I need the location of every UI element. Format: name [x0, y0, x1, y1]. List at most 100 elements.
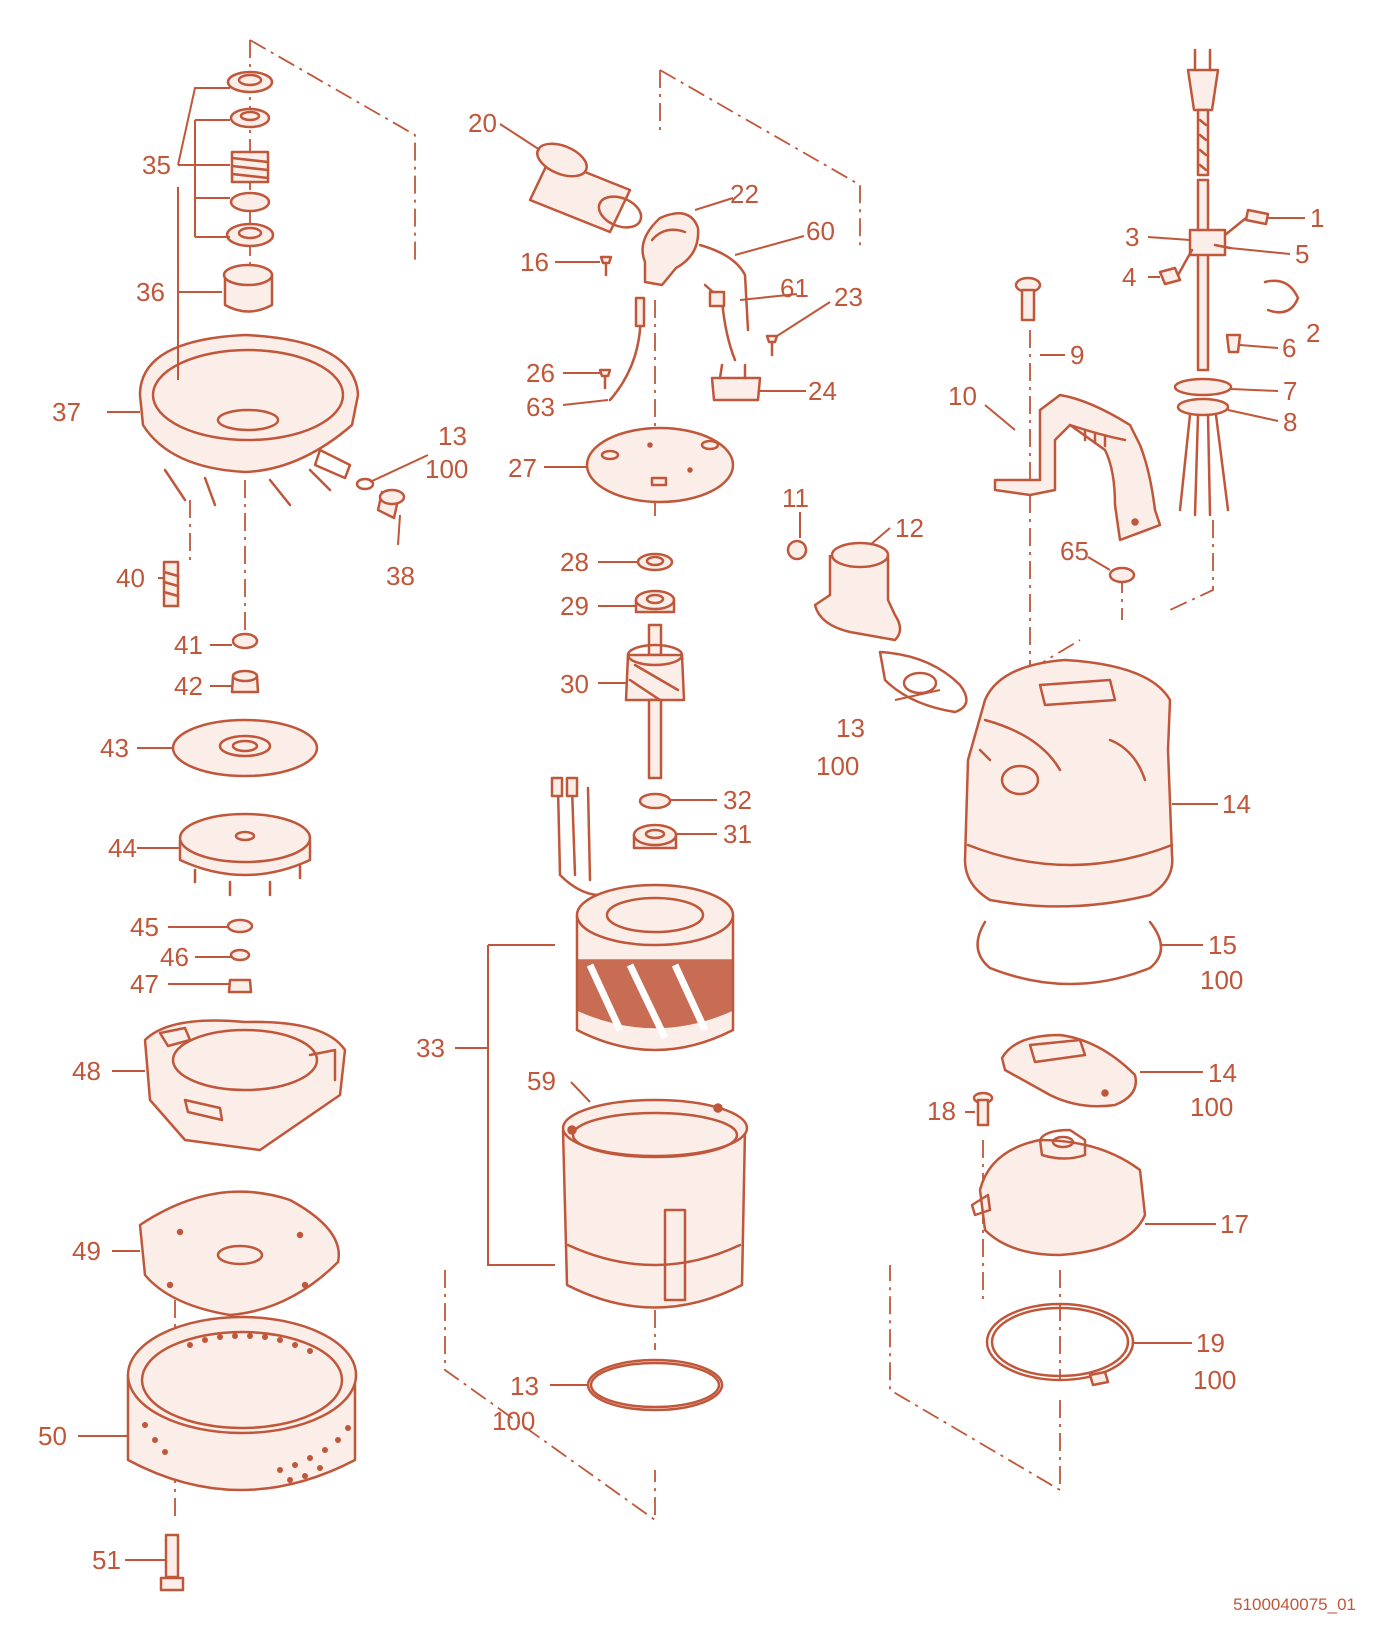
- part-24-relay: [710, 363, 762, 402]
- part-31-bearing: [632, 823, 678, 850]
- part-13-washer-flange: [355, 477, 375, 491]
- part-8-gland: [1176, 397, 1230, 517]
- part-18-screw: [972, 1091, 994, 1127]
- part-19-ring: [985, 1302, 1135, 1387]
- callout-100-ring: 100: [1193, 1365, 1236, 1395]
- part-11-ball: [786, 539, 808, 561]
- callout-23: 23: [834, 282, 863, 312]
- part-59-motor-housing: [561, 1098, 749, 1309]
- part-50-strainer: [126, 1315, 358, 1492]
- drawing-code: 5100040075_01: [1233, 1595, 1356, 1614]
- callout-5: 5: [1295, 239, 1309, 269]
- callout-50: 50: [38, 1421, 67, 1451]
- callout-17: 17: [1220, 1209, 1249, 1239]
- callout-49: 49: [72, 1236, 101, 1266]
- part-33-stator: [550, 776, 735, 1052]
- callout-29: 29: [560, 591, 589, 621]
- part-65-washer: [1108, 566, 1136, 584]
- callout-13-discharge: 13: [836, 713, 865, 743]
- callout-20: 20: [468, 108, 497, 138]
- part-60-wire: [698, 243, 750, 332]
- callout-37: 37: [52, 397, 81, 427]
- callout-36: 36: [136, 277, 165, 307]
- callout-59: 59: [527, 1066, 556, 1096]
- part-2-ring: [1263, 279, 1300, 314]
- callout-24: 24: [808, 376, 837, 406]
- part-27-plate: [585, 426, 735, 504]
- callout-27: 27: [508, 453, 537, 483]
- part-30-rotor: [624, 623, 686, 780]
- callout-48: 48: [72, 1056, 101, 1086]
- part-1-screw: [1223, 208, 1270, 237]
- callout-8: 8: [1283, 407, 1297, 437]
- callout-13-flange: 13: [438, 421, 467, 451]
- callout-61: 61: [780, 273, 809, 303]
- part-26-screw: [598, 368, 612, 390]
- part-63-cable: [608, 296, 646, 402]
- callout-30: 30: [560, 669, 589, 699]
- callout-4: 4: [1122, 262, 1136, 292]
- callout-100-flange: 100: [425, 454, 468, 484]
- part-6-grommet: [1225, 333, 1242, 354]
- callout-46: 46: [160, 942, 189, 972]
- part-22-clamp: [641, 212, 700, 287]
- callout-13-oring: 13: [510, 1371, 539, 1401]
- part-cable-assembly: [1186, 48, 1220, 372]
- part-15-gasket: [976, 920, 1163, 986]
- callout-45: 45: [130, 912, 159, 942]
- callout-40: 40: [116, 563, 145, 593]
- part-20-capacitor: [528, 142, 643, 234]
- part-42-nut: [230, 669, 260, 694]
- callout-41: 41: [174, 630, 203, 660]
- part-43-disc: [171, 718, 319, 778]
- callout-14-cover: 14: [1222, 789, 1251, 819]
- callout-43: 43: [100, 733, 129, 763]
- part-38-screw: [376, 488, 406, 520]
- part-61-cable: [703, 283, 737, 362]
- callout-3: 3: [1125, 222, 1139, 252]
- callout-6: 6: [1282, 333, 1296, 363]
- part-7-washer: [1173, 377, 1233, 397]
- callout-18: 18: [927, 1096, 956, 1126]
- callout-labels: 1 3 5 4 2 6 9 7 8 10 11 12 65 13 100 14 …: [38, 108, 1324, 1575]
- part-10-handle: [993, 393, 1162, 542]
- part-9-screw: [1014, 276, 1042, 322]
- part-17-bottom-housing: [970, 1128, 1147, 1257]
- callout-28: 28: [560, 547, 589, 577]
- callout-35: 35: [142, 150, 171, 180]
- part-4-nut: [1158, 248, 1194, 286]
- callout-60: 60: [806, 216, 835, 246]
- part-16-screw: [599, 255, 613, 277]
- part-14-motor-cover: [963, 658, 1174, 908]
- callout-38: 38: [386, 561, 415, 591]
- part-23-screw: [765, 334, 779, 357]
- callout-9: 9: [1070, 340, 1084, 370]
- callout-100-discharge: 100: [816, 751, 859, 781]
- callout-47: 47: [130, 969, 159, 999]
- callout-2: 2: [1306, 318, 1320, 348]
- callout-32: 32: [723, 785, 752, 815]
- part-51-bolt: [159, 1533, 185, 1592]
- callout-19: 19: [1196, 1328, 1225, 1358]
- part-48-pump-housing: [143, 1019, 347, 1152]
- part-13-gasket-discharge: [878, 650, 968, 714]
- part-45-washer: [226, 918, 254, 934]
- callout-33: 33: [416, 1033, 445, 1063]
- callout-1: 1: [1310, 203, 1324, 233]
- callout-44: 44: [108, 833, 137, 863]
- part-47-nut: [227, 978, 253, 994]
- callout-100-oring: 100: [492, 1406, 535, 1436]
- callout-10: 10: [948, 381, 977, 411]
- callout-22: 22: [730, 179, 759, 209]
- part-13-oring-housing: [586, 1358, 724, 1412]
- callout-7: 7: [1283, 376, 1297, 406]
- part-41-ring: [231, 632, 259, 650]
- part-14-cover-plate: [1000, 1033, 1138, 1108]
- callout-42: 42: [174, 671, 203, 701]
- leader-lines: [78, 87, 1305, 1561]
- callout-14-plate: 14: [1208, 1058, 1237, 1088]
- callout-51: 51: [92, 1545, 121, 1575]
- callout-15: 15: [1208, 930, 1237, 960]
- callout-65: 65: [1060, 536, 1089, 566]
